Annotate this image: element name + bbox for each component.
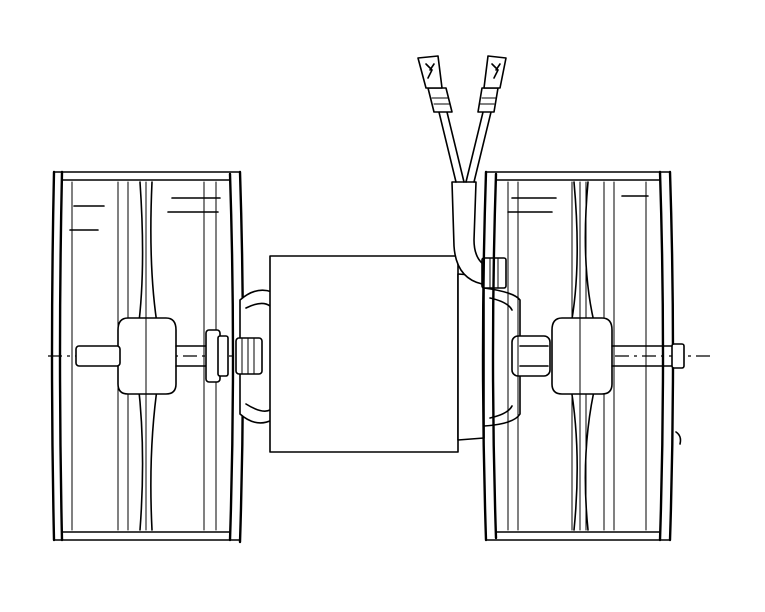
right-wheel-inner-rim: [481, 170, 498, 542]
left-end-bell: [235, 289, 273, 424]
right-shaft-end: [671, 343, 685, 369]
left-wheel-hub: [117, 317, 177, 395]
right-end-bell: [457, 273, 551, 441]
left-collar: [205, 329, 229, 383]
right-connector-sleeve: [477, 87, 499, 113]
wire-lead-pair: [417, 55, 507, 289]
left-spade-terminal-icon: [417, 55, 443, 89]
left-shaft-end: [75, 345, 121, 367]
left-connector-sleeve: [427, 87, 453, 113]
right-blower-wheel: [481, 170, 685, 542]
left-wheel-outer-rim: [50, 170, 64, 542]
right-spade-terminal-icon: [483, 55, 507, 89]
right-wheel-hub: [551, 317, 613, 395]
motor-housing: [269, 255, 459, 453]
